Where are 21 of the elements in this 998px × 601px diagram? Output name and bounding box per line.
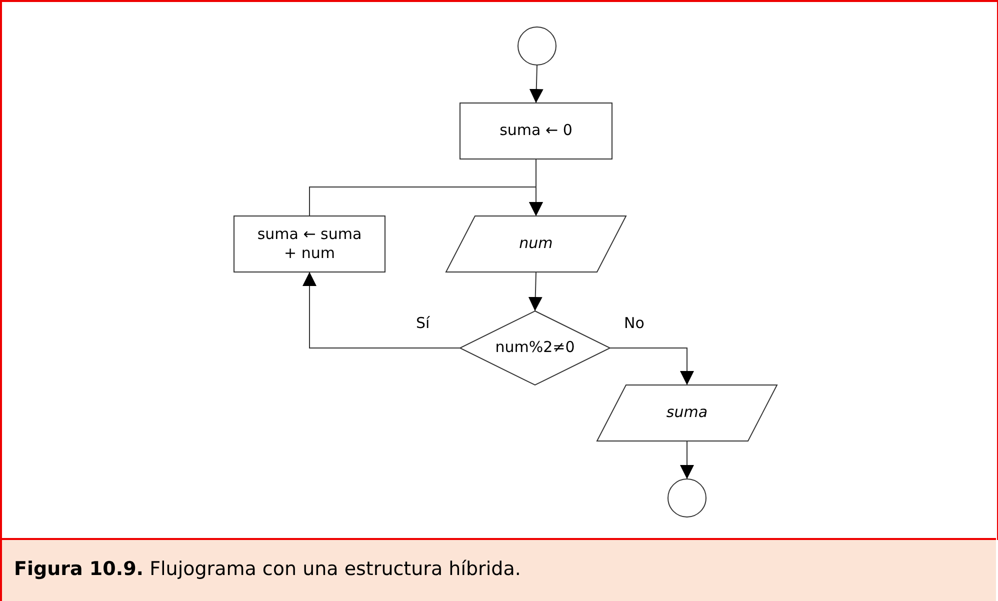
arrow: [680, 440, 694, 480]
terminal-circle: [518, 27, 556, 65]
input-output-parallelogram: [446, 216, 626, 272]
node-text: suma ← suma + num: [256, 224, 363, 264]
edge-label: Sí: [416, 314, 430, 332]
arrow: [302, 272, 460, 348]
arrow: [610, 348, 694, 386]
node-text: num: [518, 234, 554, 254]
terminal-circle: [668, 479, 706, 517]
node-text: num%2≠0: [494, 338, 576, 358]
caption: Figura 10.9. Flujograma con una estructura híbrida.: [14, 558, 521, 580]
arrow: [528, 272, 542, 312]
arrow: [309, 186, 543, 216]
decision-diamond: [460, 311, 610, 385]
edge-label: No: [624, 314, 644, 332]
process-box: [460, 103, 612, 159]
input-output-parallelogram: [597, 385, 777, 441]
process-box: [234, 216, 385, 272]
node-text: suma ← 0: [498, 121, 574, 141]
node-text: suma: [665, 403, 709, 423]
arrow: [529, 64, 544, 104]
